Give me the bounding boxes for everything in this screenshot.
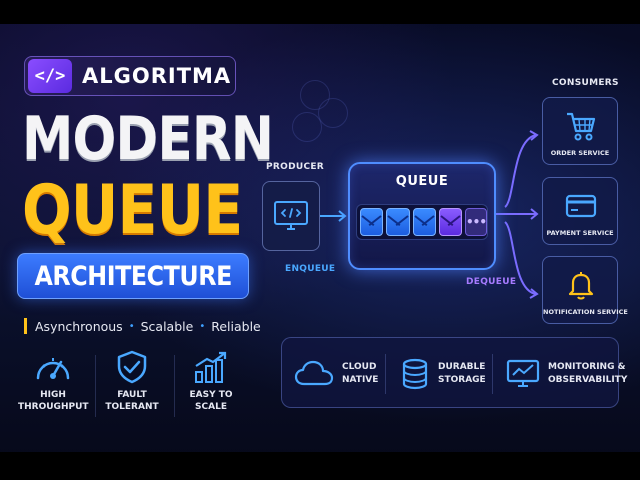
feature-divider — [174, 355, 175, 417]
code-brackets-icon: </> — [28, 59, 72, 93]
consumer-label: ORDER SERVICE — [550, 149, 610, 157]
tagline-item: Reliable — [211, 318, 261, 334]
consumer-order-service: ORDER SERVICE — [542, 97, 618, 165]
more-messages-icon: ••• — [465, 208, 487, 236]
tagline: Asynchronous • Scalable • Reliable — [24, 316, 261, 336]
monitor-code-icon — [274, 201, 308, 230]
decor-circle — [318, 98, 348, 128]
tagline-separator: • — [128, 320, 135, 332]
tagline-separator: • — [199, 320, 206, 332]
tagline-accent-bar — [24, 318, 27, 334]
dequeue-label: DEQUEUE — [466, 277, 517, 287]
feature-label: FAULT TOLERANT — [105, 390, 159, 412]
capability-divider — [385, 354, 386, 394]
capability-durable-storage: DURABLE STORAGE — [400, 338, 486, 409]
queue-track: ••• — [356, 204, 488, 240]
speedometer-icon — [36, 358, 70, 380]
capability-divider — [492, 354, 493, 394]
feature-label: EASY TO SCALE — [189, 390, 233, 412]
letterbox-bottom — [0, 452, 640, 480]
feature-divider — [95, 355, 96, 417]
cart-icon — [567, 112, 596, 141]
enqueue-label: ENQUEUE — [285, 264, 336, 274]
consumer-payment-service: PAYMENT SERVICE — [542, 177, 618, 245]
headline-line-3: ARCHITECTURE — [34, 260, 232, 292]
capability-monitoring: MONITORING & OBSERVABILITY — [506, 338, 627, 409]
database-icon — [402, 358, 428, 389]
message-envelope-icon — [438, 208, 462, 236]
feature-easy-to-scale: EASY TO SCALE — [176, 350, 246, 413]
tagline-item: Asynchronous — [35, 318, 123, 334]
headline-pill: ARCHITECTURE — [17, 253, 249, 299]
bell-icon — [568, 272, 594, 300]
producer-label: PRODUCER — [266, 162, 325, 172]
capability-label: MONITORING & OBSERVABILITY — [548, 361, 628, 385]
capability-cloud-native: CLOUD NATIVE — [294, 338, 378, 409]
producer-node — [262, 181, 320, 251]
feature-fault-tolerant: FAULT TOLERANT — [97, 350, 167, 413]
consumer-label: PAYMENT SERVICE — [546, 229, 614, 237]
capabilities-panel: CLOUD NATIVE DURABLE STORAGE MONITORING … — [281, 337, 627, 409]
consumer-notification-service: NOTIFICATION SERVICE — [542, 256, 628, 324]
shield-check-icon — [117, 350, 147, 384]
message-envelope-icon — [360, 208, 384, 236]
capability-label: DURABLE STORAGE — [438, 361, 486, 385]
cloud-icon — [294, 360, 334, 385]
bar-chart-up-icon — [195, 351, 227, 383]
decor-circle — [300, 80, 330, 110]
consumer-label: NOTIFICATION SERVICE — [543, 308, 628, 316]
message-envelope-icon — [386, 208, 410, 236]
decor-circle — [292, 112, 322, 142]
capability-label: CLOUD NATIVE — [342, 361, 379, 385]
queue-node: QUEUE ••• — [348, 162, 496, 270]
headline-line-2: QUEUE — [22, 171, 243, 250]
credit-card-icon — [565, 194, 597, 218]
headline-line-1: MODERN — [22, 104, 274, 174]
brand-logo: </> ALGORITMA — [24, 56, 236, 96]
feature-label: HIGH THROUGHPUT — [18, 390, 89, 412]
queue-label: QUEUE — [395, 174, 449, 189]
consumers-label: CONSUMERS — [552, 78, 619, 88]
monitor-chart-icon — [506, 359, 540, 387]
feature-high-throughput: HIGH THROUGHPUT — [18, 350, 89, 413]
message-envelope-icon — [412, 208, 436, 236]
brand-name: ALGORITMA — [82, 64, 232, 88]
letterbox-top — [0, 0, 640, 24]
tagline-item: Scalable — [140, 318, 194, 334]
